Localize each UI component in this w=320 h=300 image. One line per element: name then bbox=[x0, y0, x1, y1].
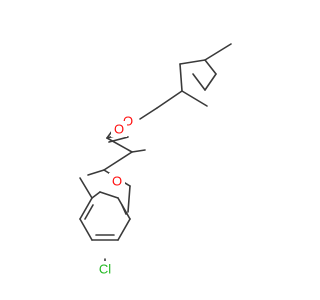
bond bbox=[117, 218, 131, 241]
bond bbox=[79, 197, 93, 220]
bond bbox=[127, 185, 131, 213]
bond bbox=[87, 169, 105, 176]
bond bbox=[181, 90, 208, 107]
bond bbox=[79, 177, 93, 199]
bond bbox=[84, 204, 94, 220]
atom-label-background bbox=[111, 121, 127, 137]
bond bbox=[121, 204, 127, 215]
bond bbox=[204, 59, 217, 75]
bond bbox=[179, 59, 206, 65]
bond bbox=[192, 73, 206, 91]
bond bbox=[103, 151, 133, 171]
atom-label-o-ether: O bbox=[112, 174, 122, 189]
bond bbox=[204, 43, 232, 61]
bond bbox=[156, 90, 183, 109]
bond bbox=[139, 107, 158, 120]
atom-label-background bbox=[109, 173, 125, 189]
bond bbox=[91, 191, 101, 199]
bond bbox=[99, 191, 119, 199]
bond bbox=[131, 149, 146, 153]
atom-label-o-carbonyl: O bbox=[114, 122, 124, 137]
atom-label-cl: Cl bbox=[99, 262, 111, 277]
bond bbox=[204, 73, 217, 91]
bond bbox=[179, 63, 183, 92]
bond-layer bbox=[79, 43, 232, 266]
bond bbox=[106, 137, 133, 153]
bond bbox=[79, 218, 93, 241]
atom-label-background bbox=[97, 261, 113, 277]
atom-label-o-ester: O bbox=[123, 114, 133, 129]
